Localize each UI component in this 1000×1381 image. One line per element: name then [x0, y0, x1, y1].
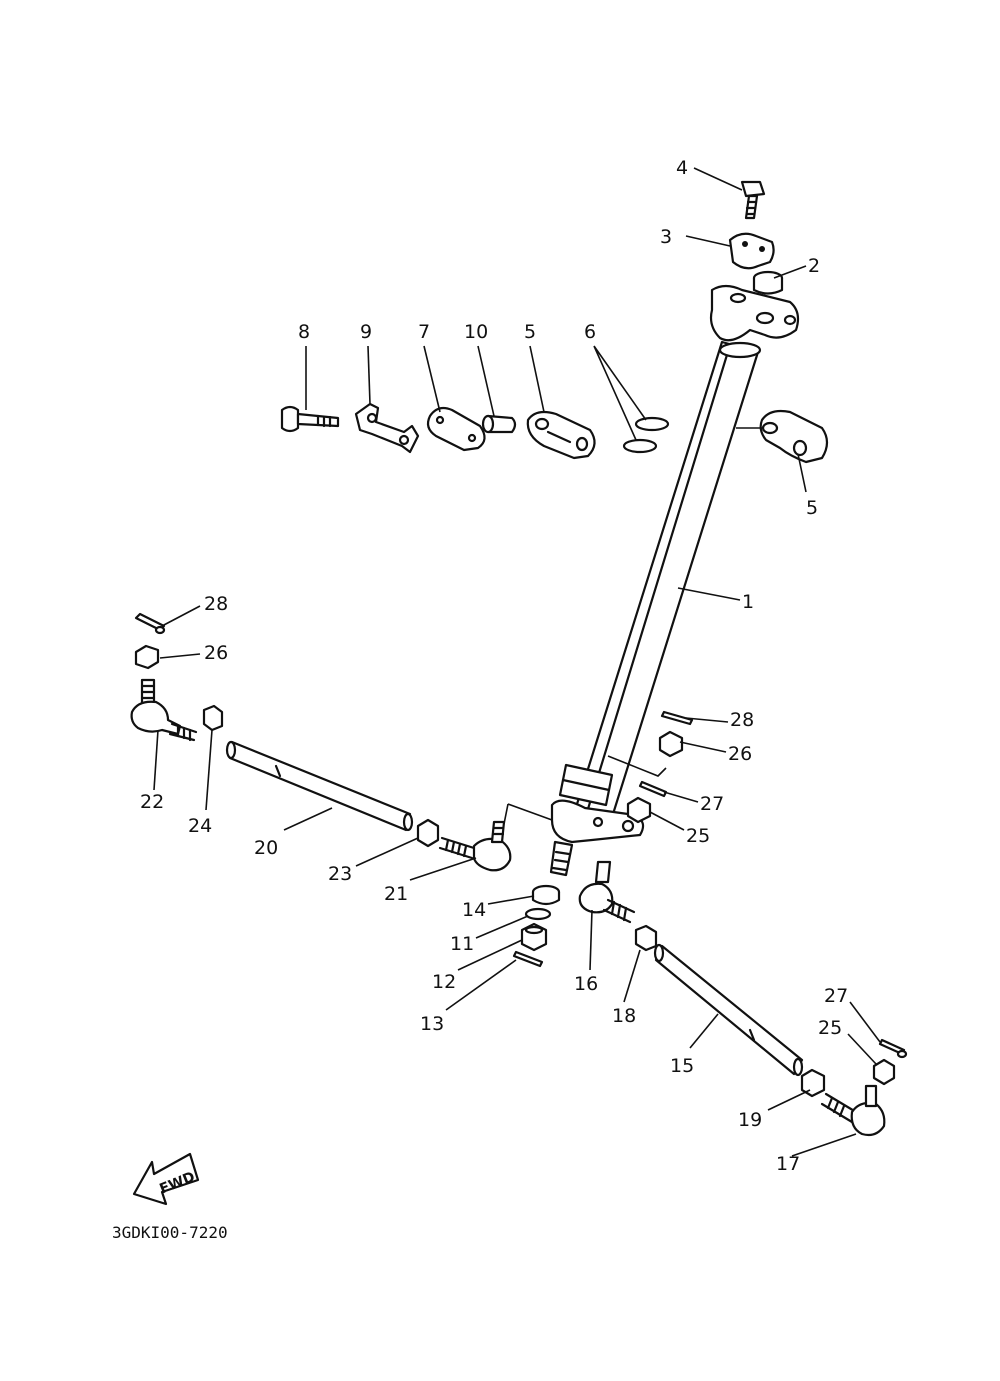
callout-21: 21	[384, 883, 408, 905]
cotter-pin-28-right	[660, 710, 694, 726]
clamp-3	[728, 232, 775, 270]
cotter-pin-13	[512, 950, 544, 968]
shaft-holder-5-right	[759, 409, 829, 464]
callout-6: 6	[584, 321, 596, 343]
cotter-pin-27-right	[878, 1038, 908, 1059]
tie-rod-15	[653, 943, 804, 1077]
callout-1: 1	[742, 591, 754, 613]
callout-23: 23	[328, 863, 352, 885]
tie-rod-end-22	[130, 678, 198, 742]
callout-27b: 27	[824, 985, 848, 1007]
bolt-8	[280, 405, 340, 433]
bearing-14	[531, 884, 561, 906]
callout-28b: 28	[730, 709, 754, 731]
nut-25-mid	[626, 796, 652, 824]
nut-12	[520, 922, 548, 952]
washer-11	[524, 907, 552, 921]
circlips-6	[622, 416, 670, 454]
callout-19: 19	[738, 1109, 762, 1131]
callout-9: 9	[360, 321, 372, 343]
bolt-4	[740, 180, 766, 220]
tie-rod-end-16	[578, 860, 636, 924]
callout-25b: 25	[818, 1017, 842, 1039]
plate-7	[426, 406, 486, 452]
callout-2: 2	[808, 255, 820, 277]
callout-18: 18	[612, 1005, 636, 1027]
plate-9	[354, 402, 420, 454]
callout-12: 12	[432, 971, 456, 993]
callout-16: 16	[574, 973, 598, 995]
bushing-2	[752, 270, 784, 295]
callout-26b: 26	[728, 743, 752, 765]
fwd-arrow-icon: FWD	[132, 1152, 200, 1206]
callout-15: 15	[670, 1055, 694, 1077]
tie-rod-end-21	[438, 820, 512, 872]
callout-5b: 5	[806, 497, 818, 519]
callout-26a: 26	[204, 642, 228, 664]
nut-24	[202, 704, 224, 732]
collar-10	[481, 414, 517, 434]
shaft-holder-5-left	[526, 410, 596, 460]
callouts: 4 3 2 8 9 7 10 5 6 5 1 28 26 28 26 22 27…	[140, 157, 848, 1175]
cotter-pin-28-left	[134, 612, 166, 635]
tie-rod-end-17	[820, 1084, 886, 1137]
callout-25a: 25	[686, 825, 710, 847]
nut-26-right	[658, 730, 684, 758]
catalog-code: 3GDKI00-7220	[112, 1223, 228, 1242]
callout-14: 14	[462, 899, 486, 921]
callout-20: 20	[254, 837, 278, 859]
nut-26-left	[134, 644, 160, 670]
callout-13: 13	[420, 1013, 444, 1035]
callout-10: 10	[464, 321, 488, 343]
leader-lines	[153, 167, 881, 1157]
callout-4: 4	[676, 157, 688, 179]
cotter-pin-27-mid	[638, 780, 668, 798]
nut-19	[800, 1068, 826, 1098]
callout-24: 24	[188, 815, 212, 837]
callout-17: 17	[776, 1153, 800, 1175]
callout-7: 7	[418, 321, 430, 343]
nut-23	[416, 818, 440, 848]
callout-22: 22	[140, 791, 164, 813]
callout-28a: 28	[204, 593, 228, 615]
tie-rod-20	[225, 740, 414, 832]
nut-18	[634, 924, 658, 952]
callout-8: 8	[298, 321, 310, 343]
callout-5a: 5	[524, 321, 536, 343]
callout-11: 11	[450, 933, 474, 955]
callout-3: 3	[660, 226, 672, 248]
upper-holder	[709, 284, 800, 359]
callout-27a: 27	[700, 793, 724, 815]
nut-25-right	[872, 1058, 896, 1086]
